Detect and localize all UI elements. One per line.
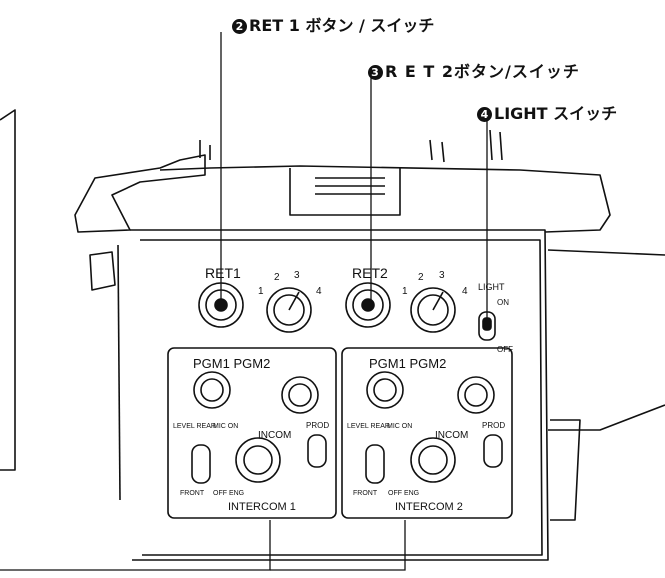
callout-number-3: 3 [368, 65, 383, 80]
prod-switch-1[interactable] [307, 434, 327, 468]
ret2-button[interactable] [345, 282, 391, 328]
ret1-button[interactable] [198, 282, 244, 328]
light-label: LIGHT [478, 282, 505, 292]
prod-label-2: PROD [482, 421, 505, 430]
bracket-intercom1 [0, 520, 271, 571]
camera-handle-left [74, 154, 206, 233]
bracket-intercom2 [270, 520, 406, 571]
camera-edge-left [0, 109, 16, 471]
intercom2-box [341, 347, 513, 519]
level-rear-label-2: LEVEL REAR [347, 423, 390, 430]
level-rear-label-1: LEVEL REAR [173, 423, 216, 430]
dial2-mark-4: 4 [462, 286, 468, 297]
camera-top-block [289, 168, 401, 216]
incom-label-1: INCOM [258, 430, 291, 441]
pgm-label-2: PGM1 PGM2 [369, 356, 446, 371]
incom-label-2: INCOM [435, 430, 468, 441]
pgm1-knob-1[interactable] [193, 371, 231, 409]
dial2-mark-1: 1 [402, 286, 408, 297]
top-ribs [199, 129, 503, 163]
callout-number-4: 4 [477, 107, 492, 122]
left-rail [117, 244, 121, 501]
incom-knob-2[interactable] [410, 437, 456, 483]
callout-light-text: LIGHT スイッチ [494, 104, 618, 123]
dial2-mark-3: 3 [439, 270, 445, 281]
grip-lines [315, 177, 385, 195]
callout-ret2-text: R E T 2ボタン/スイッチ [385, 62, 580, 81]
incom-knob-1[interactable] [235, 437, 281, 483]
prod-label-1: PROD [306, 421, 329, 430]
front-label-1: FRONT [180, 490, 205, 497]
mic-on-label-2: MIC ON [387, 423, 412, 430]
level-switch-2[interactable] [365, 444, 385, 484]
prod-switch-2[interactable] [483, 434, 503, 468]
callout-number-2: 2 [232, 19, 247, 34]
pgm-label-1: PGM1 PGM2 [193, 356, 270, 371]
dial1-mark-3: 3 [294, 270, 300, 281]
light-on-label: ON [497, 298, 509, 307]
dial2-mark-2: 2 [418, 272, 424, 283]
dial1-mark-4: 4 [316, 286, 322, 297]
panel-outline [130, 229, 549, 561]
dial1-mark-1: 1 [258, 286, 264, 297]
light-off-label: OFF [497, 345, 513, 354]
dial1-mark-2: 2 [274, 272, 280, 283]
camera-top-housing [159, 165, 611, 233]
side-fin [550, 419, 581, 521]
intercom1-box [167, 347, 337, 519]
ret2-label: RET2 [352, 265, 388, 281]
left-connector [89, 251, 116, 291]
callout-ret1-text: RET 1 ボタン / スイッチ [249, 16, 435, 35]
pgm1-knob-2[interactable] [366, 371, 404, 409]
mic-on-label-1: MIC ON [213, 423, 238, 430]
light-switch[interactable] [478, 311, 496, 341]
intercom2-label: INTERCOM 2 [395, 501, 463, 513]
panel-inner-outline [140, 239, 543, 556]
off-eng-label-1: OFF ENG [213, 490, 244, 497]
front-label-2: FRONT [353, 490, 378, 497]
intercom1-label: INTERCOM 1 [228, 501, 296, 513]
ret1-label: RET1 [205, 265, 241, 281]
ret2-dial[interactable] [410, 287, 456, 333]
pgm2-knob-1[interactable] [281, 376, 319, 414]
off-eng-label-2: OFF ENG [388, 490, 419, 497]
pgm2-knob-2[interactable] [457, 376, 495, 414]
ret1-dial[interactable] [266, 287, 312, 333]
camera-side-right [547, 249, 665, 431]
level-switch-1[interactable] [191, 444, 211, 484]
